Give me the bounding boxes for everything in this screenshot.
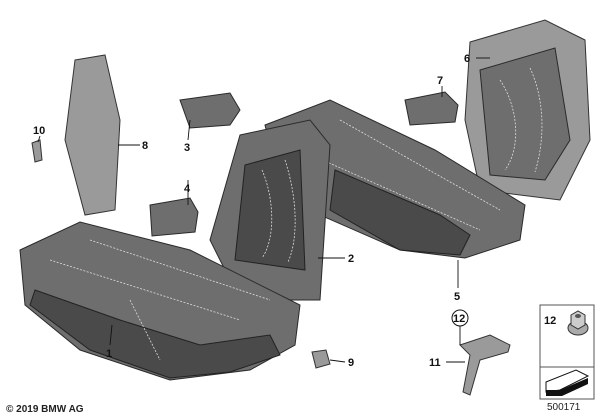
diagram-number: 500171 xyxy=(547,402,581,413)
nut-icon xyxy=(567,310,589,336)
part-10-clip[interactable] xyxy=(31,139,43,163)
callout-2: 2 xyxy=(348,253,354,265)
part-4-bracket[interactable] xyxy=(149,197,199,237)
part-6-backrest-right[interactable] xyxy=(464,19,591,201)
callout-12: 12 xyxy=(453,313,465,325)
callout-7: 7 xyxy=(437,75,443,87)
arrow-icon xyxy=(545,369,590,396)
callout-9: 9 xyxy=(348,357,354,369)
callout-10: 10 xyxy=(33,125,45,137)
callout-6: 6 xyxy=(464,53,470,65)
callout-8: 8 xyxy=(142,140,148,152)
callout-5: 5 xyxy=(454,291,460,303)
part-7-bracket[interactable] xyxy=(404,91,459,126)
part-11-bracket[interactable] xyxy=(459,334,511,396)
part-1-seat-cushion-left[interactable] xyxy=(19,221,301,381)
part-2-backrest-center[interactable] xyxy=(209,119,331,301)
part-3-bracket[interactable] xyxy=(179,92,241,129)
legend-box: 12 xyxy=(539,304,595,400)
callout-11: 11 xyxy=(429,357,441,369)
legend-part-number: 12 xyxy=(544,315,556,327)
callout-12-circle xyxy=(451,309,469,327)
callout-4: 4 xyxy=(184,183,191,195)
callout-1: 1 xyxy=(106,348,112,360)
part-8-side-bolster[interactable] xyxy=(64,54,121,216)
part-9-clip[interactable] xyxy=(311,349,331,369)
leader-lines xyxy=(37,57,490,363)
copyright: © 2019 BMW AG xyxy=(6,404,84,415)
callout-3: 3 xyxy=(184,142,190,154)
